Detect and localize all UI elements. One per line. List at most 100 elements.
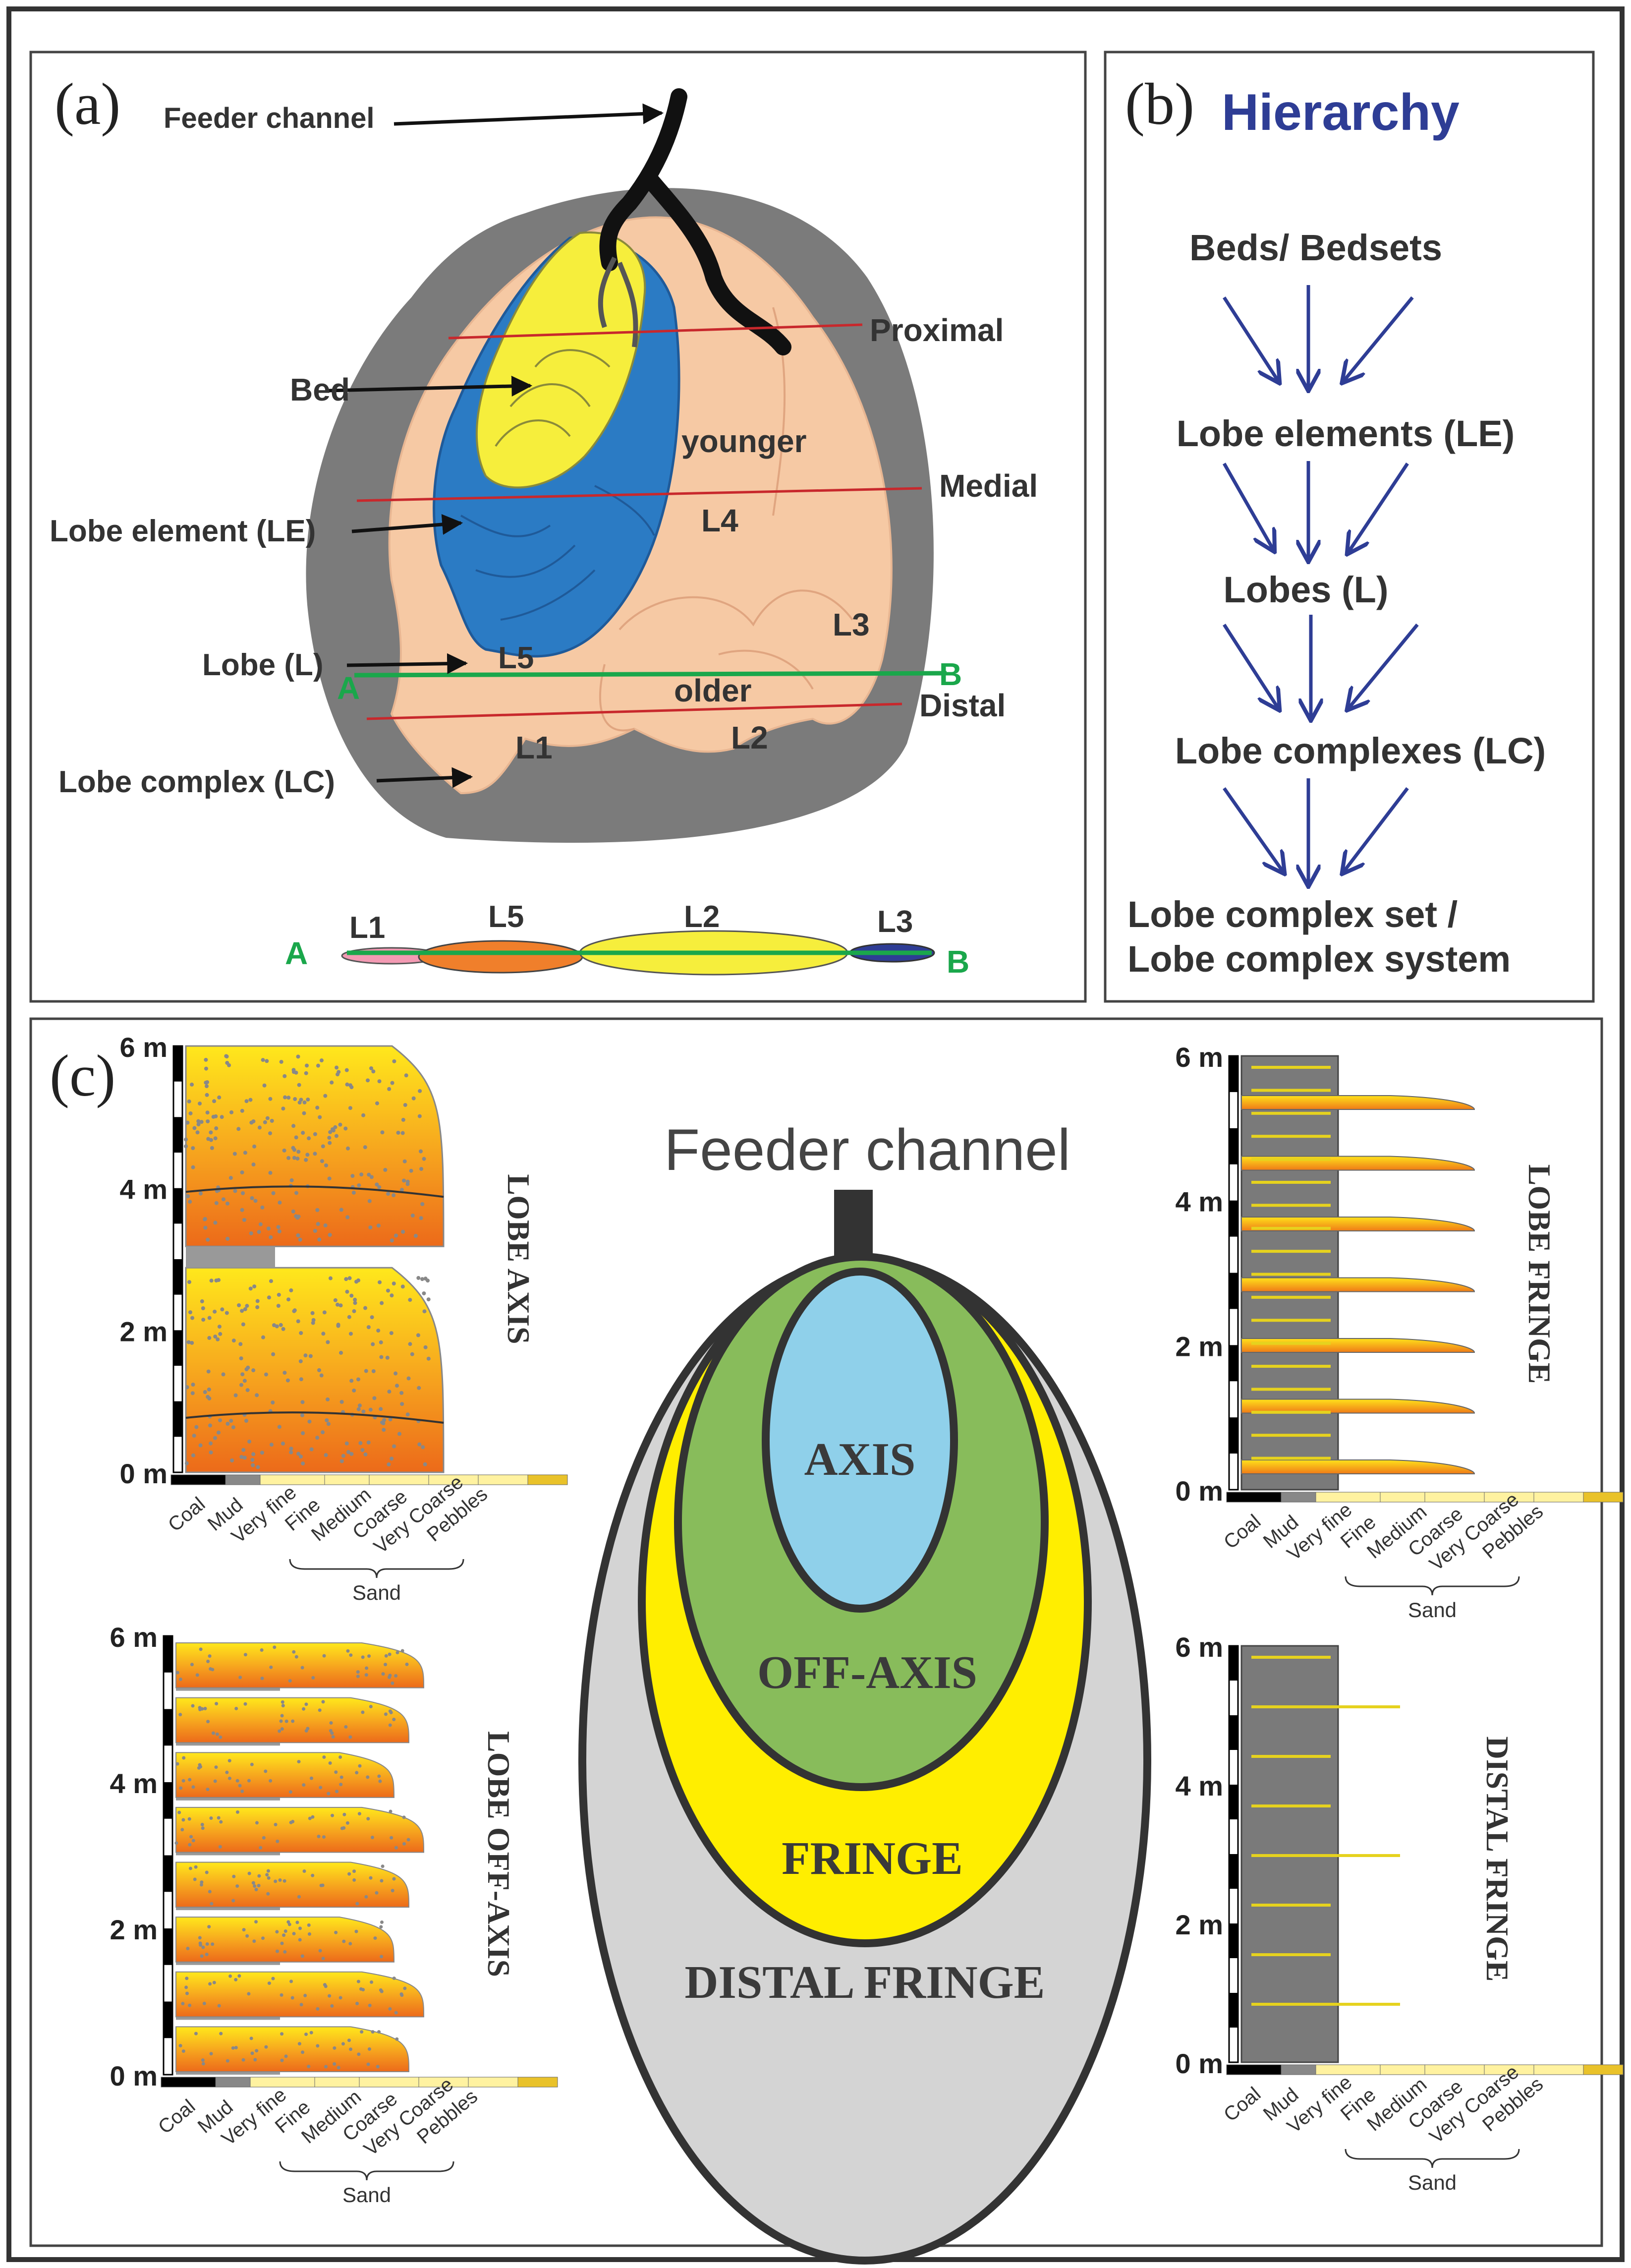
grain-dot <box>302 1100 307 1105</box>
grain-dot <box>379 1355 384 1359</box>
label-feeder-channel: Feeder channel <box>164 102 374 134</box>
grain-dot <box>269 1235 273 1239</box>
grain-dot <box>237 1974 241 1978</box>
arrow-2c <box>1348 463 1409 553</box>
grain-dot <box>264 1769 268 1773</box>
grain-dot <box>255 2049 259 2053</box>
grain-dot <box>244 1099 249 1104</box>
grain-dot <box>399 1391 404 1395</box>
grain-dot <box>323 1983 327 1987</box>
grain-dot <box>416 1333 420 1338</box>
grain-dot <box>331 1813 335 1817</box>
grain-dot <box>192 1126 197 1130</box>
grain-dot <box>219 1735 223 1739</box>
grain-dot <box>347 1276 352 1280</box>
cs-label-b: B <box>947 944 969 980</box>
grain-dot <box>186 1340 191 1344</box>
grain-scale-segment <box>1315 2064 1381 2075</box>
grain-dot <box>271 1400 275 1405</box>
grain-dot <box>199 1883 203 1887</box>
grain-dot <box>363 1145 367 1150</box>
grain-dot <box>205 1093 209 1097</box>
grain-dot <box>322 1310 327 1315</box>
grain-dot <box>247 1992 251 1996</box>
grain-dot <box>242 1455 247 1460</box>
thin-silt-lamina <box>1251 1158 1331 1161</box>
grain-dot <box>379 1340 383 1344</box>
grain-dot <box>299 1377 303 1382</box>
grain-dot <box>281 1441 285 1446</box>
grain-dot <box>357 1403 362 1408</box>
grain-dot <box>366 1775 370 1779</box>
grain-dot <box>273 1645 277 1649</box>
grain-dot <box>196 1122 201 1127</box>
grain-dot <box>346 1146 350 1151</box>
grain-dot <box>367 2047 371 2051</box>
grain-dot <box>255 1821 259 1825</box>
depth-scale-segment <box>1229 1854 1238 1889</box>
grain-dot <box>174 1841 178 1845</box>
grain-dot <box>329 1721 333 1725</box>
grain-dot <box>423 1462 427 1466</box>
grain-dot <box>361 1988 365 1992</box>
hierarchy-level-set: Lobe complex set / <box>1127 894 1458 935</box>
grain-dot <box>212 1980 216 1984</box>
grain-scale-segment <box>225 1474 261 1485</box>
grain-dot <box>234 1706 238 1710</box>
grain-dot <box>420 1202 425 1206</box>
hierarchy-level-lobe-complexes: Lobe complexes (LC) <box>1175 730 1546 771</box>
grain-dot <box>400 1649 404 1653</box>
grain-dot <box>319 1786 323 1790</box>
depth-scale-segment <box>173 1188 182 1224</box>
depth-tick-label: 6 m <box>1176 1631 1224 1663</box>
grain-dot <box>225 1311 229 1315</box>
grain-dot <box>336 1324 340 1328</box>
grain-dot <box>330 2004 334 2008</box>
grain-dot <box>234 1977 238 1981</box>
lobe-element-boundaries <box>460 485 655 621</box>
grain-dot <box>329 1729 333 1733</box>
grain-dot <box>260 1451 264 1455</box>
grain-dot <box>245 1934 249 1938</box>
grain-dot <box>233 1189 237 1193</box>
grain-dot <box>344 1725 348 1729</box>
grain-dot <box>219 2032 223 2035</box>
grain-dot <box>250 1457 255 1462</box>
grain-dot <box>218 1845 222 1849</box>
grain-dot <box>376 1223 381 1228</box>
grain-dot <box>190 1340 194 1345</box>
grain-dot <box>245 1304 249 1308</box>
grain-dot <box>301 1431 305 1436</box>
grain-dot <box>368 2003 372 2007</box>
grain-dot <box>322 1654 326 1658</box>
grain-dot <box>348 1332 353 1336</box>
grain-dot <box>298 1359 303 1363</box>
grain-dot <box>375 1891 379 1895</box>
grain-dot <box>339 1775 343 1779</box>
grain-dot <box>372 1396 377 1400</box>
grain-dot <box>205 1084 209 1089</box>
label-younger: younger <box>681 423 806 459</box>
grain-dot <box>280 1714 284 1718</box>
grain-dot <box>194 1865 198 1869</box>
grain-dot <box>299 1331 303 1336</box>
grain-dot <box>318 1115 322 1119</box>
grain-scale-segment <box>314 2077 360 2088</box>
arrow-3a <box>1223 624 1279 709</box>
grain-dot <box>248 1286 253 1291</box>
grain-dot <box>423 1345 428 1349</box>
grain-dot <box>413 1233 418 1238</box>
grain-dot <box>286 1920 290 1924</box>
grain-dot <box>204 1066 208 1071</box>
grain-dot <box>282 1933 286 1937</box>
grain-dot <box>242 1928 246 1932</box>
grain-dot <box>191 1704 195 1708</box>
grain-dot <box>335 1790 339 1794</box>
grain-dot <box>201 1318 206 1322</box>
grain-dot <box>206 1237 210 1242</box>
grain-dot <box>292 1650 296 1654</box>
grain-dot <box>373 1936 377 1940</box>
grain-dot <box>285 1378 290 1383</box>
grain-dot <box>206 1720 210 1724</box>
grain-dot <box>188 1778 192 1782</box>
